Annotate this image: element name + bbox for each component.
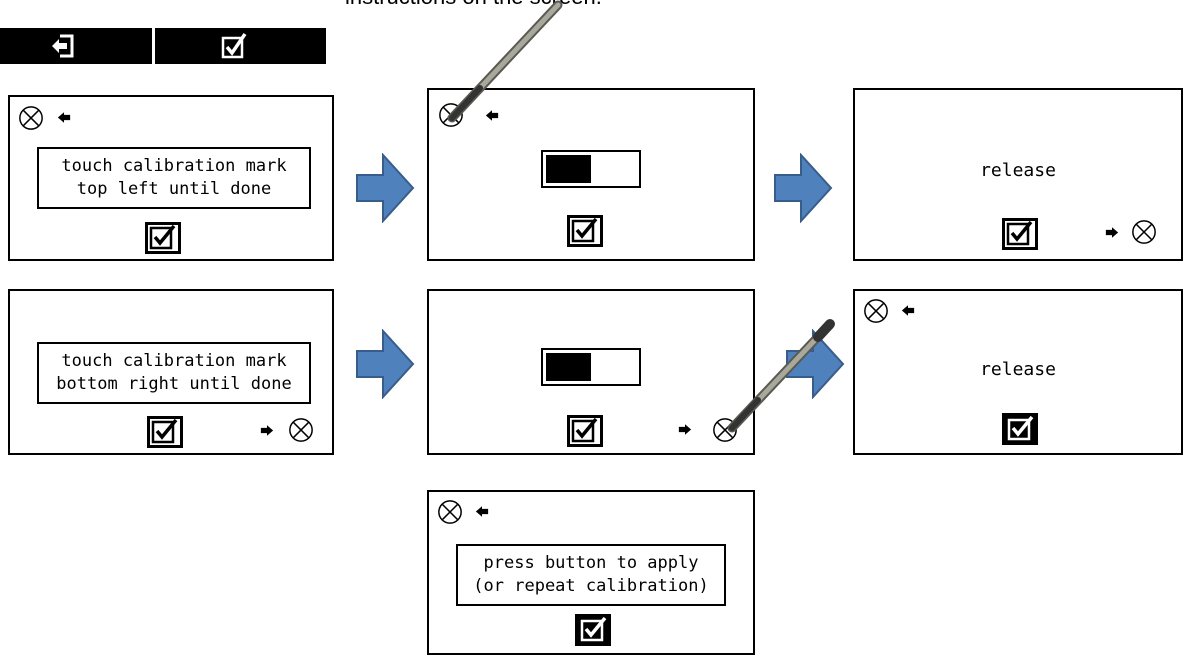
checkbox-icon[interactable] <box>145 222 181 254</box>
calibration-mark-icon[interactable] <box>288 417 314 443</box>
calibration-mark-icon[interactable] <box>18 105 44 131</box>
screen-step-5 <box>427 289 755 455</box>
flow-arrow <box>785 329 845 399</box>
arrow-icon <box>57 111 71 124</box>
message-line: (or repeat calibration) <box>473 576 709 596</box>
message-line: press button to apply <box>483 553 699 573</box>
message-text: release <box>980 359 1056 380</box>
flow-arrow <box>355 153 415 223</box>
checkbox-icon[interactable] <box>1002 218 1038 250</box>
message-line: bottom right until done <box>56 374 292 394</box>
progress-fill <box>546 155 591 183</box>
screen-step-7: press button to apply (or repeat calibra… <box>427 490 755 655</box>
calibration-mark-icon[interactable] <box>1131 219 1157 245</box>
progress-fill <box>546 353 591 381</box>
message-line: top left until done <box>76 179 272 199</box>
calibration-mark-icon[interactable] <box>863 298 889 324</box>
arrow-icon <box>260 424 274 437</box>
top-bar-divider <box>152 28 155 64</box>
calibration-mark-icon[interactable] <box>438 102 464 128</box>
message-text: release <box>980 160 1056 181</box>
calibration-mark-icon[interactable] <box>712 417 738 443</box>
exit-icon[interactable] <box>50 32 78 60</box>
flow-arrow <box>355 329 415 399</box>
screen-step-4: touch calibration mark bottom right unti… <box>8 289 334 455</box>
progress-bar <box>541 150 641 188</box>
checkbox-icon[interactable] <box>575 614 611 646</box>
arrow-icon <box>475 505 489 518</box>
arrow-icon <box>1105 226 1119 239</box>
screen-step-1: touch calibration mark top left until do… <box>8 95 334 261</box>
calibration-mark-icon[interactable] <box>437 499 463 525</box>
checkbox-icon[interactable] <box>1002 413 1038 445</box>
message-box: touch calibration mark bottom right unti… <box>37 342 311 404</box>
message-line: touch calibration mark <box>61 156 287 176</box>
screen-step-2 <box>427 88 755 261</box>
progress-bar <box>541 348 641 386</box>
message-line: touch calibration mark <box>61 351 287 371</box>
top-bar <box>0 28 326 64</box>
checkbox-icon[interactable] <box>567 215 603 247</box>
checkbox-icon[interactable] <box>567 415 603 447</box>
checkbox-icon[interactable] <box>220 32 248 60</box>
flow-arrow <box>773 153 833 223</box>
message-box: touch calibration mark top left until do… <box>37 147 311 209</box>
checkbox-icon[interactable] <box>147 416 183 448</box>
screen-step-3: release <box>853 88 1183 261</box>
arrow-icon <box>678 423 692 436</box>
arrow-icon <box>485 109 499 122</box>
screen-step-6: release <box>853 289 1183 455</box>
message-box: press button to apply (or repeat calibra… <box>456 544 726 606</box>
caption: instructions on the screen. <box>345 0 745 10</box>
arrow-icon <box>901 304 915 317</box>
